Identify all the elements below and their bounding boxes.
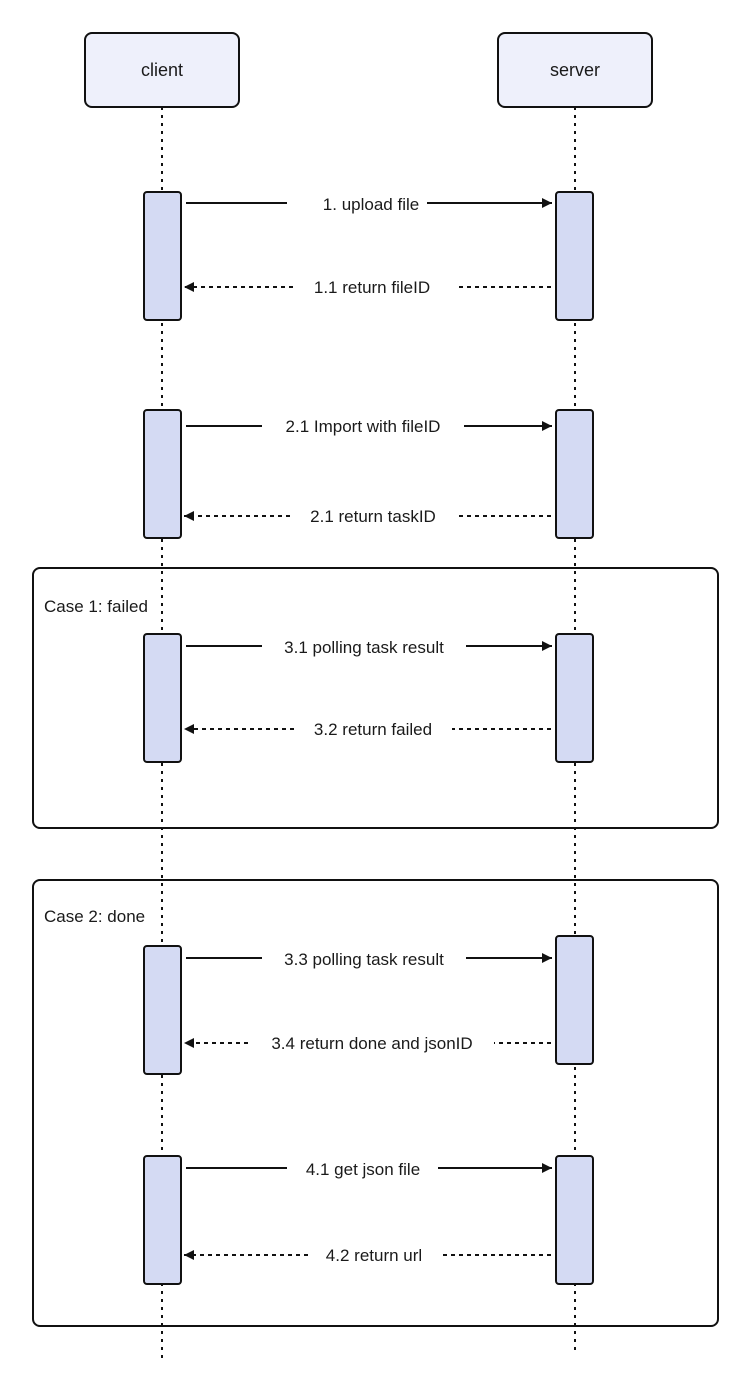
message-10-label: 4.2 return url (326, 1246, 422, 1265)
client-activation-3 (143, 633, 182, 763)
message-1-label: 1. upload file (323, 195, 419, 214)
client-actor (84, 32, 240, 108)
client-activation-5 (143, 1155, 182, 1285)
message-2-label: 1.1 return fileID (314, 278, 430, 297)
message-3-label: 2.1 Import with fileID (286, 417, 441, 436)
frame-case-2-label: Case 2: done (44, 907, 145, 926)
server-activation-5 (555, 1155, 594, 1285)
frame-case-2 (32, 879, 719, 1327)
message-4-label: 2.1 return taskID (310, 507, 436, 526)
server-activation-4 (555, 935, 594, 1065)
server-activation-2 (555, 409, 594, 539)
client-activation-2 (143, 409, 182, 539)
message-9-label: 4.1 get json file (306, 1160, 420, 1179)
server-actor (497, 32, 653, 108)
server-activation-1 (555, 191, 594, 321)
frame-case-1-label: Case 1: failed (44, 597, 148, 616)
server-actor-label: server (550, 60, 600, 80)
message-8-label: 3.4 return done and jsonID (271, 1034, 472, 1053)
message-6-label: 3.2 return failed (314, 720, 432, 739)
client-activation-1 (143, 191, 182, 321)
server-activation-3 (555, 633, 594, 763)
frame-case-1 (32, 567, 719, 829)
message-7-label: 3.3 polling task result (284, 950, 444, 969)
message-5-label: 3.1 polling task result (284, 638, 444, 657)
client-activation-4 (143, 945, 182, 1075)
client-actor-label: client (141, 60, 183, 80)
